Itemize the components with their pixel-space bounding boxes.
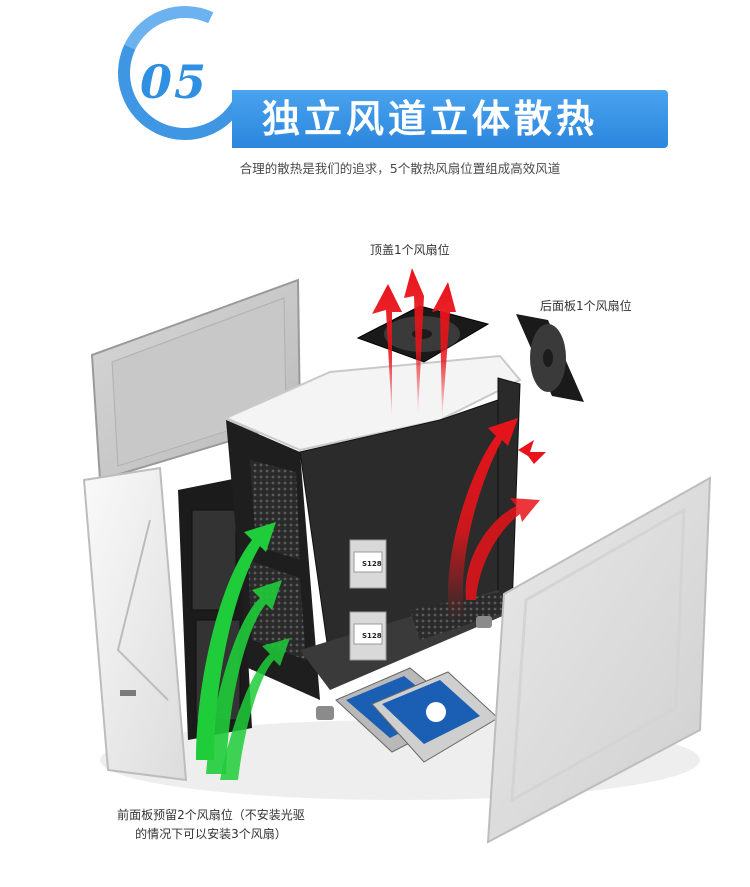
top-fan-callout: 顶盖1个风扇位 [370,243,450,257]
exhaust-arrows-top [372,268,456,420]
badge-disc [138,30,234,126]
ssd-lower-label: S128 [362,632,382,640]
ssd-tray-upper [349,539,387,589]
front-panel [82,466,188,782]
ssd-tray-lower [349,611,387,661]
right-side-panel [486,476,712,844]
exhaust-arrows-rear [448,418,546,620]
section-title: 独立风道立体散热 [262,97,599,141]
section-subtitle: 合理的散热是我们的追求，5个散热风扇位置组成高效风道 [239,161,561,176]
title-banner [232,90,668,148]
section-number: 05 [140,55,209,109]
hard-drive-2 [371,671,499,763]
ssd-upper-label: S128 [362,560,382,568]
front-fan-callout: 前面板预留2个风扇位（不安装光驱 的情况下可以安装3个风扇） [106,806,316,844]
rear-fan [516,314,584,402]
front-fan-callout-line2: 的情况下可以安装3个风扇） [135,827,287,841]
intake-arrows-front [196,522,290,780]
front-fan-callout-line1: 前面板预留2个风扇位（不安装光驱 [117,808,305,822]
rear-fan-callout: 后面板1个风扇位 [540,299,632,313]
